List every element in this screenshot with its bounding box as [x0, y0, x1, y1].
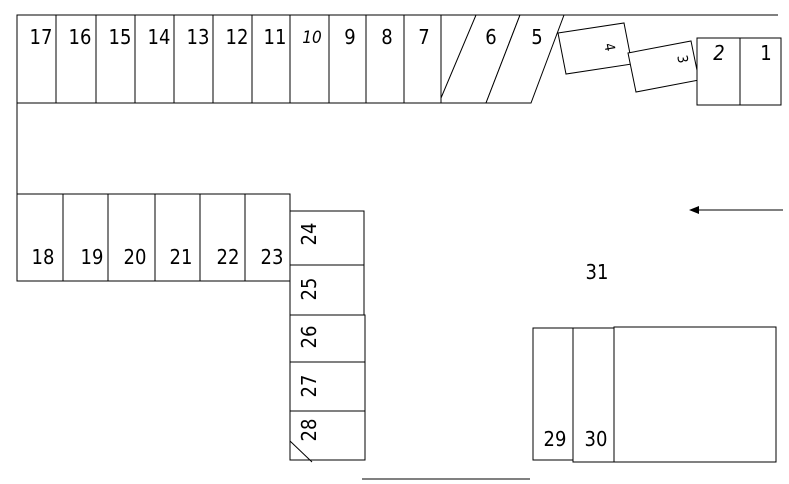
space-6-label: 6 — [485, 25, 496, 49]
space-18-label: 18 — [32, 245, 55, 269]
space-2-label: 2 — [713, 41, 724, 65]
space-7-outline — [403, 14, 442, 104]
space-20-outline — [107, 193, 156, 282]
space-22-label: 22 — [217, 245, 240, 269]
space-6-outline — [440, 14, 521, 104]
space-12-label: 12 — [226, 25, 249, 49]
space-13-label: 13 — [187, 25, 210, 49]
space-14-label: 14 — [148, 25, 171, 49]
space-23-label: 23 — [261, 245, 284, 269]
space-1-outline — [739, 37, 782, 106]
space-28-outline — [289, 410, 366, 461]
space-18-outline — [16, 193, 64, 282]
space-24-outline — [289, 210, 365, 266]
space-16-label: 16 — [69, 25, 92, 49]
space-7-label: 7 — [418, 25, 429, 49]
space-27-label: 27 — [297, 375, 321, 398]
space-1-label: 1 — [760, 41, 771, 65]
space-24-label: 24 — [297, 223, 321, 246]
space-9-label: 9 — [344, 25, 355, 49]
space-19-outline — [62, 193, 109, 282]
space-8-outline — [365, 14, 405, 104]
space-19-label: 19 — [81, 245, 104, 269]
space-10-label: 10 — [302, 28, 321, 48]
space-16-outline — [55, 14, 97, 104]
space-5-outline — [485, 14, 565, 104]
space-29-outline — [532, 327, 574, 461]
space-11-label: 11 — [264, 25, 287, 49]
space-30-outline — [572, 327, 615, 463]
space-2-outline — [696, 37, 741, 106]
top-row-spaces — [16, 14, 442, 104]
bottom-right-spaces — [532, 326, 777, 463]
space-28-label: 28 — [297, 419, 321, 442]
space-20-label: 20 — [124, 245, 147, 269]
space-21-label: 21 — [170, 245, 193, 269]
angled-spaces — [440, 14, 565, 104]
space-27-outline — [289, 361, 366, 412]
space-25-label: 25 — [297, 278, 321, 301]
space-4-outline — [557, 22, 633, 75]
space-29-label: 29 — [544, 427, 567, 451]
large-lot-block — [613, 326, 777, 463]
space-26-label: 26 — [297, 326, 321, 349]
space-labels: 17 16 15 14 13 12 11 10 9 8 7 6 5 4 3 2 … — [30, 25, 772, 451]
space-30-label: 30 — [585, 427, 608, 451]
space-10-outline — [289, 14, 330, 104]
space-3-outline — [627, 40, 700, 93]
space-4-label: 4 — [600, 42, 617, 53]
left-arrow-icon — [689, 206, 783, 214]
space-15-label: 15 — [109, 25, 132, 49]
space-12-outline — [212, 14, 253, 104]
space-17-outline — [16, 14, 57, 104]
space-3-label: 3 — [673, 54, 690, 65]
space-31-label: 31 — [586, 260, 609, 284]
space-25-outline — [289, 264, 365, 316]
space-23-outline — [244, 193, 291, 282]
space-21-outline — [154, 193, 201, 282]
space-9-outline — [328, 14, 367, 104]
space-8-label: 8 — [381, 25, 392, 49]
vertical-column-spaces — [289, 210, 366, 463]
space-15-outline — [95, 14, 136, 104]
space-17-label: 17 — [30, 25, 53, 49]
space-5-label: 5 — [531, 25, 542, 49]
space-14-outline — [134, 14, 175, 104]
space-28-corner-slash — [289, 440, 313, 463]
space-13-outline — [173, 14, 214, 104]
middle-row-spaces — [16, 193, 291, 282]
